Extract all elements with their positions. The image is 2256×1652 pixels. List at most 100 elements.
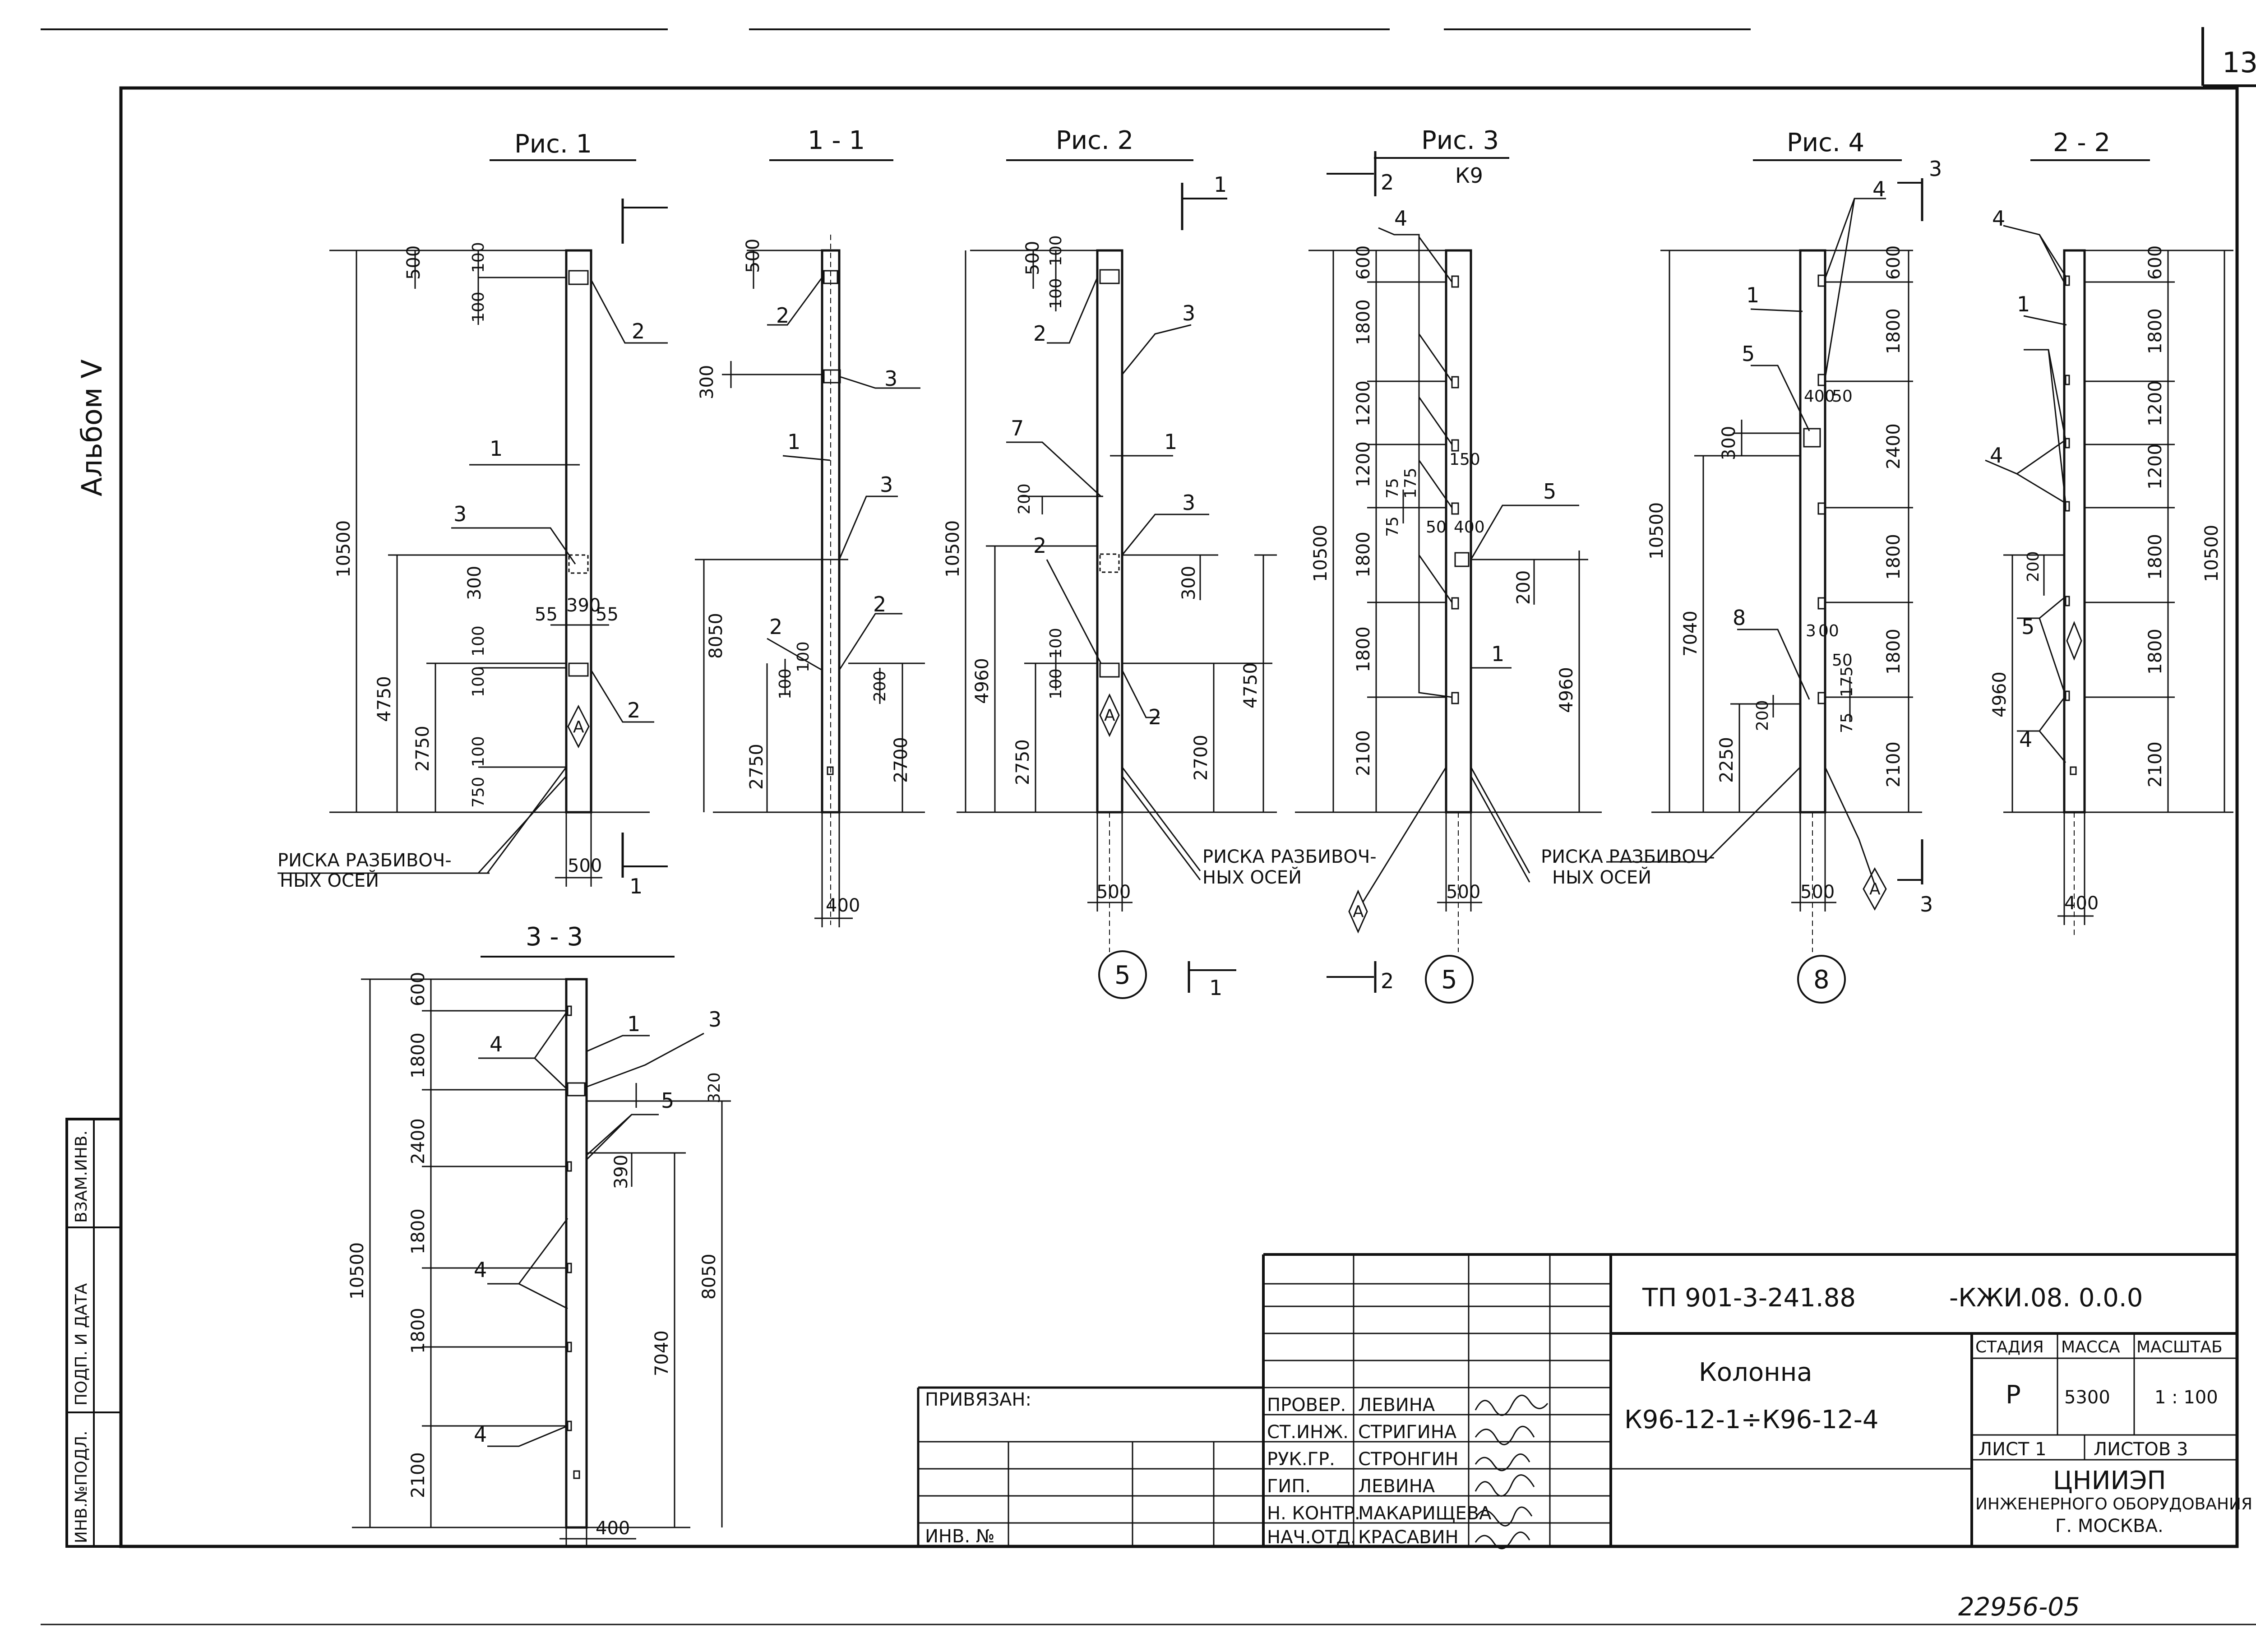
fig3-dim-4960: 4960 (1556, 667, 1577, 713)
fig1-dim-750: 750 (469, 777, 488, 808)
org-name: ЦНИИЭП (2053, 1466, 2166, 1495)
side-stamp: ВЗАМ.ИНВ. ПОДП. И ДАТА ИНВ.№ПОДЛ. (65, 1118, 122, 1548)
fig2-item-3b: 3 (1182, 491, 1195, 515)
privyazan-block: ПРИВЯЗАН: ИНВ. № (917, 1386, 1263, 1547)
fig1-dim-100a: 100 (469, 242, 488, 273)
fig2-dim-4960: 4960 (972, 658, 993, 704)
fig2-dim-100b: 100 (1047, 278, 1065, 309)
sec33-dim-1800c: 1800 (408, 1308, 429, 1354)
signer-name: СТРОНГИН (1358, 1449, 1458, 1470)
sec11-dim-100: 100 (776, 668, 795, 699)
fig3-dim-75a: 75 (1383, 478, 1402, 499)
fig4-dim-75: 75 (1838, 713, 1856, 733)
sec33-dim-7040: 7040 (652, 1330, 672, 1376)
sec22-dim-2100: 2100 (2145, 741, 2166, 787)
fig1-dim-500: 500 (403, 245, 424, 280)
fig1-title: Рис. 1 (514, 130, 592, 159)
side-podp: ПОДП. И ДАТА (72, 1283, 91, 1406)
fig2-sec-marker-bot: 1 (1209, 976, 1222, 1000)
fig4-axis-bubble: 8 (1797, 955, 1846, 1004)
mass-value: 5300 (2064, 1387, 2110, 1408)
sheets-total: ЛИСТОВ 3 (2094, 1439, 2188, 1460)
sec22-dim-600: 600 (2145, 245, 2166, 280)
sec33-column (565, 978, 588, 1529)
fig3-mark-diamond: А (1348, 889, 1368, 934)
fig1-dim-55b: 55 (596, 604, 619, 625)
section-3-3: 3 - 3 (347, 922, 731, 1548)
sec11-item-2a: 2 (776, 303, 789, 328)
fig1-dim-390: 390 (566, 595, 601, 616)
scale-value: 1 : 100 (2154, 1387, 2218, 1408)
sheet-number-box: 13 (2201, 27, 2256, 87)
sec22-item-4a: 4 (1992, 206, 2005, 231)
album-label: Альбом V (75, 359, 108, 496)
fig2-item-3a: 3 (1182, 301, 1195, 325)
fig2-item-1: 1 (1164, 430, 1177, 454)
svg-text:5: 5 (1114, 961, 1131, 990)
fig4-item-1: 1 (1746, 283, 1759, 307)
fig4-sec-marker-bot: 3 (1920, 892, 1933, 916)
fig3-axis-note-2: НЫХ ОСЕЙ (1552, 866, 1651, 888)
signer-role: РУК.ГР. (1267, 1449, 1335, 1470)
fig1-dim-100d: 100 (469, 666, 488, 697)
sec22-title: 2 - 2 (2053, 128, 2110, 157)
sec11-dim-2750: 2750 (746, 744, 767, 790)
fig4-view: Рис. 4 3 (1606, 128, 1942, 1004)
sec33-dim-1800b: 1800 (408, 1208, 429, 1254)
signer-name: СТРИГИНА (1358, 1422, 1457, 1443)
fig4-dim-total: 10500 (1646, 502, 1667, 560)
sec22-item-4b: 4 (1990, 443, 2003, 467)
fig3-dim-1200a: 1200 (1353, 380, 1374, 426)
sec22-dim-1200b: 1200 (2145, 444, 2166, 490)
fig1-opening-low (568, 662, 589, 677)
sec33-dim-total: 10500 (347, 1242, 368, 1300)
svg-text:А: А (1353, 902, 1364, 921)
signer-name: КРАСАВИН (1358, 1527, 1459, 1548)
fig4-dim-175: 175 (1838, 666, 1856, 697)
fig2-dim-2750: 2750 (1012, 739, 1033, 785)
signer-role: СТ.ИНЖ. (1267, 1422, 1349, 1443)
privyazan-inv: ИНВ. № (925, 1526, 994, 1547)
svg-text:А: А (1104, 706, 1115, 725)
fig3-dim-50: 50 (1426, 518, 1447, 537)
signer-role: ГИП. (1267, 1476, 1311, 1497)
svg-text:А: А (1869, 880, 1881, 898)
fig1-dim-2750: 2750 (412, 726, 433, 772)
fig3-dim-2100: 2100 (1353, 730, 1374, 776)
item-range: К96-12-1÷К96-12-4 (1624, 1405, 1879, 1435)
fig3-sec-marker-bot: 2 (1381, 969, 1394, 993)
fig4-dim-1800b: 1800 (1883, 534, 1904, 580)
scale-header: МАСШТАБ (2136, 1338, 2223, 1356)
fig3-axis-note-1: РИСКА РАЗБИВОЧ- (1541, 847, 1715, 867)
fig4-dim-7040: 7040 (1680, 611, 1701, 657)
sec22-dim-1800a: 1800 (2145, 308, 2166, 354)
sec11-dim-100b: 100 (794, 641, 813, 672)
sec22-dim-1800b: 1800 (2145, 534, 2166, 580)
fig3-view: Рис. 3 К9 2 (1295, 126, 1715, 1004)
sec11-dim-500: 500 (743, 239, 763, 273)
frame (119, 86, 2239, 1548)
sec11-dim-2700: 2700 (891, 737, 911, 783)
fig4-title: Рис. 4 (1787, 128, 1864, 157)
fig4-dim-1800a: 1800 (1883, 308, 1904, 354)
sec11-item-3a: 3 (884, 366, 897, 391)
fig1-item-1: 1 (490, 436, 503, 461)
privyazan-label: ПРИВЯЗАН: (925, 1389, 1031, 1410)
fig3-sec-marker-top: 2 (1381, 170, 1394, 194)
side-inv: ИНВ.№ПОДЛ. (72, 1430, 91, 1543)
fig3-item-4: 4 (1394, 206, 1407, 231)
fig2-dim-200: 200 (1015, 483, 1034, 514)
fig4-dim-2400: 2400 (1883, 423, 1904, 469)
fig3-dim-200: 200 (1513, 570, 1534, 605)
fig2-dim-width: 500 (1096, 882, 1131, 902)
sec22-dim-1200a: 1200 (2145, 380, 2166, 426)
signer-role: НАЧ.ОТД. (1267, 1527, 1356, 1548)
sec22-dim-200: 200 (2024, 551, 2043, 582)
fig3-item-1: 1 (1491, 642, 1504, 666)
fig4-dim-2250: 2250 (1716, 737, 1737, 783)
fig1-dim-55a: 55 (535, 604, 558, 625)
sec11-item-2c: 2 (873, 592, 886, 616)
sec22-dim-total: 10500 (2201, 525, 2222, 582)
fig4-item-4: 4 (1872, 177, 1886, 201)
fig2-sec-marker-top: 1 (1214, 172, 1227, 197)
